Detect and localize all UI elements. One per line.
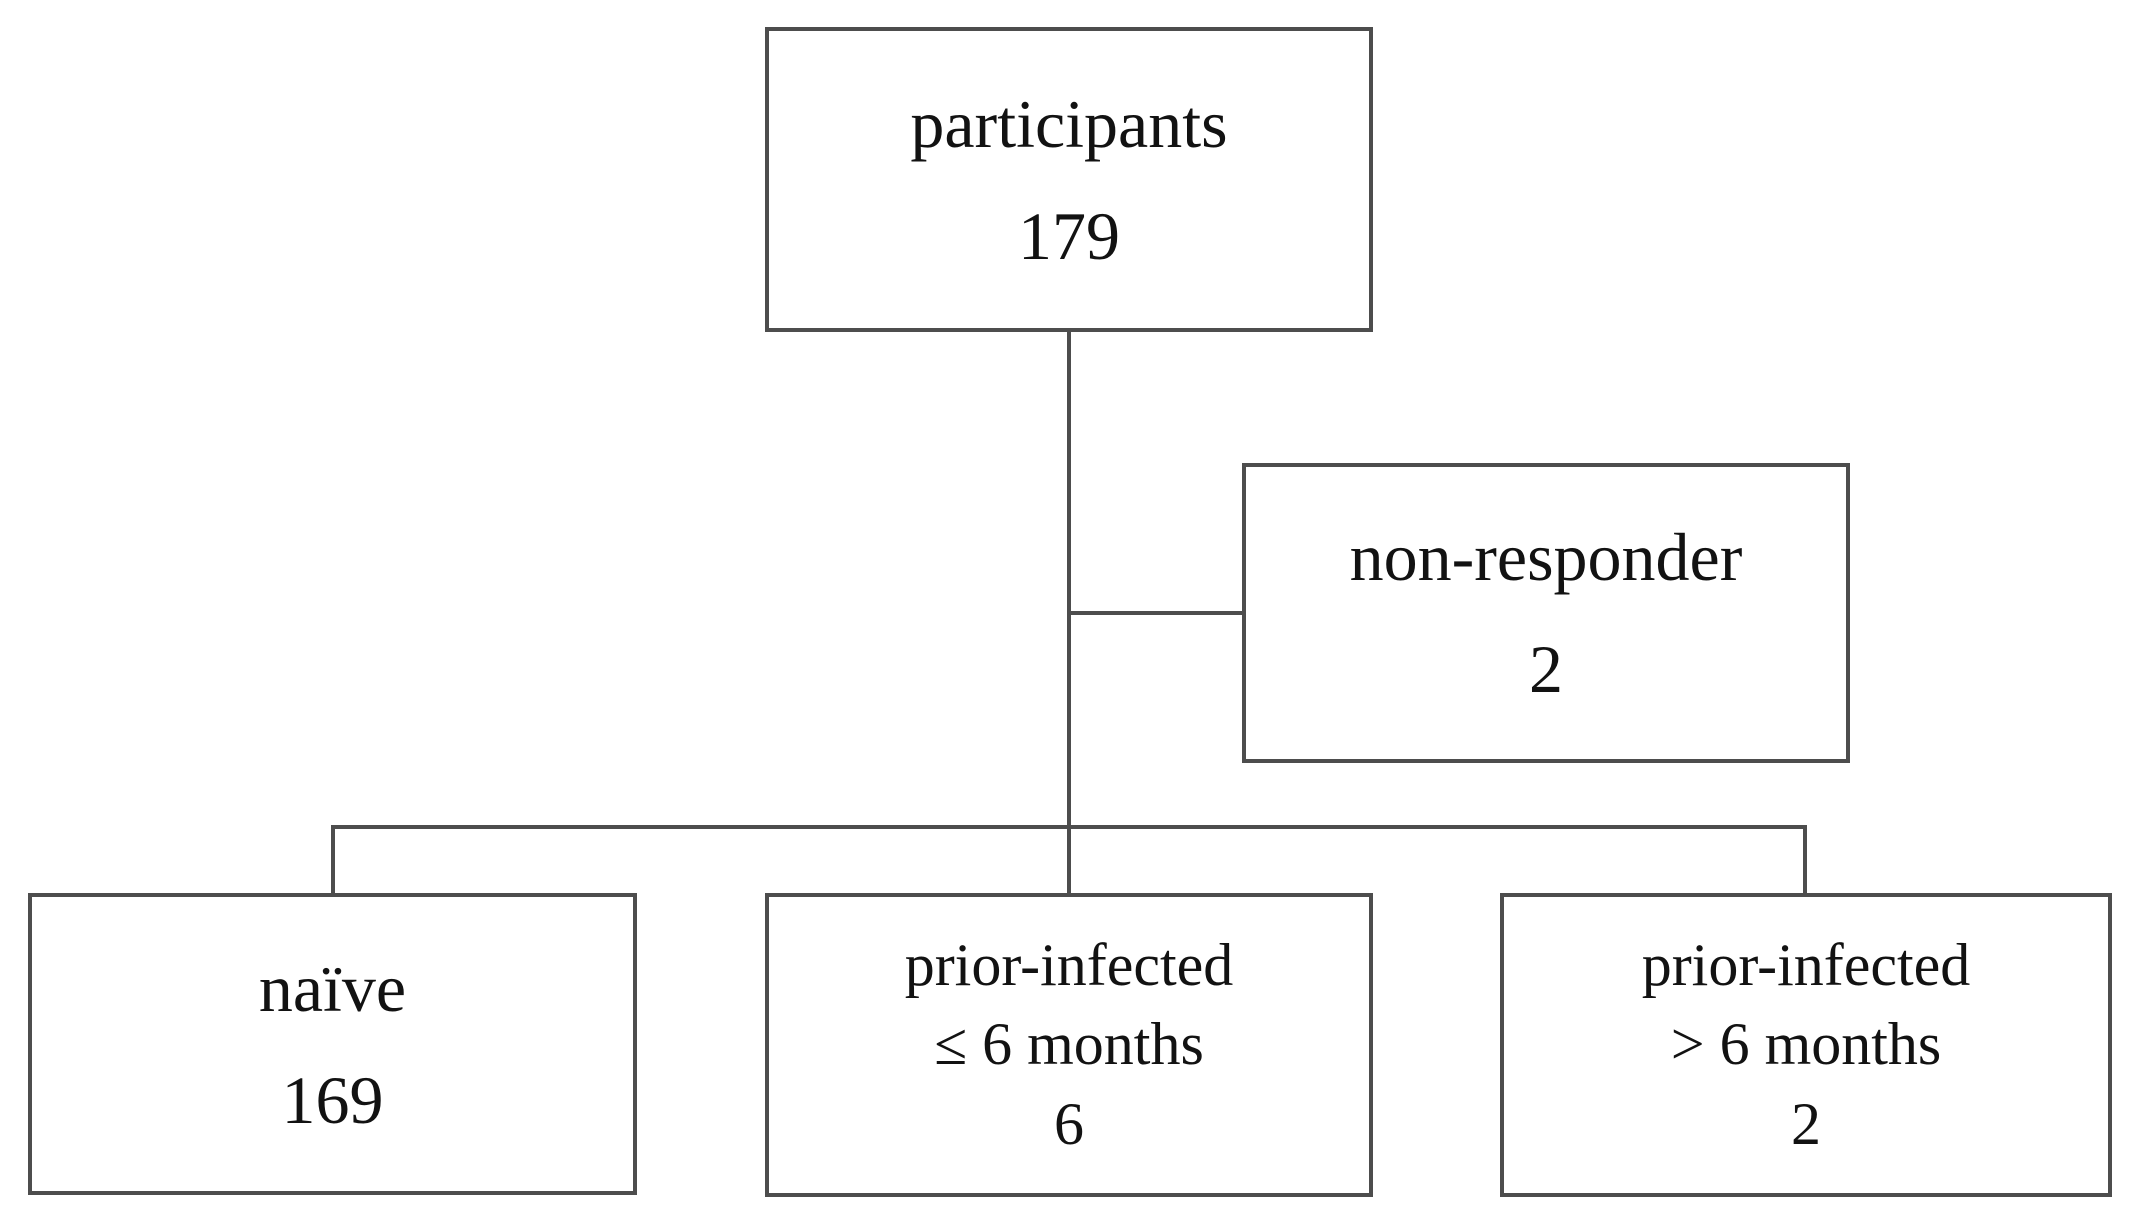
node-prior-infected-le6: prior-infected ≤ 6 months 6 (765, 893, 1373, 1197)
node-prior-infected-gt6-count: 2 (1791, 1090, 1821, 1157)
node-prior-infected-gt6: prior-infected > 6 months 2 (1500, 893, 2112, 1197)
node-prior-infected-le6-label: prior-infected (904, 932, 1234, 999)
node-naive-count: 169 (281, 1062, 384, 1138)
node-participants-count: 179 (1018, 197, 1120, 274)
node-prior-infected-gt6-label: prior-infected (1641, 932, 1971, 999)
node-naive: naïve 169 (28, 893, 637, 1195)
connector-branch-horizontal (331, 825, 1807, 829)
node-prior-infected-le6-count: 6 (1054, 1090, 1084, 1157)
node-prior-infected-gt6-sublabel: > 6 months (1670, 1011, 1942, 1078)
node-non-responder-count: 2 (1529, 631, 1563, 707)
node-non-responder-label: non-responder (1349, 519, 1743, 595)
connector-right-drop (1803, 825, 1807, 893)
node-prior-infected-le6-sublabel: ≤ 6 months (934, 1011, 1204, 1078)
node-participants: participants 179 (765, 27, 1373, 332)
connector-nonresponder-horizontal (1069, 611, 1244, 615)
connector-left-drop (331, 825, 335, 893)
node-participants-label: participants (910, 85, 1228, 162)
node-non-responder: non-responder 2 (1242, 463, 1850, 763)
node-naive-label: naïve (258, 950, 407, 1026)
